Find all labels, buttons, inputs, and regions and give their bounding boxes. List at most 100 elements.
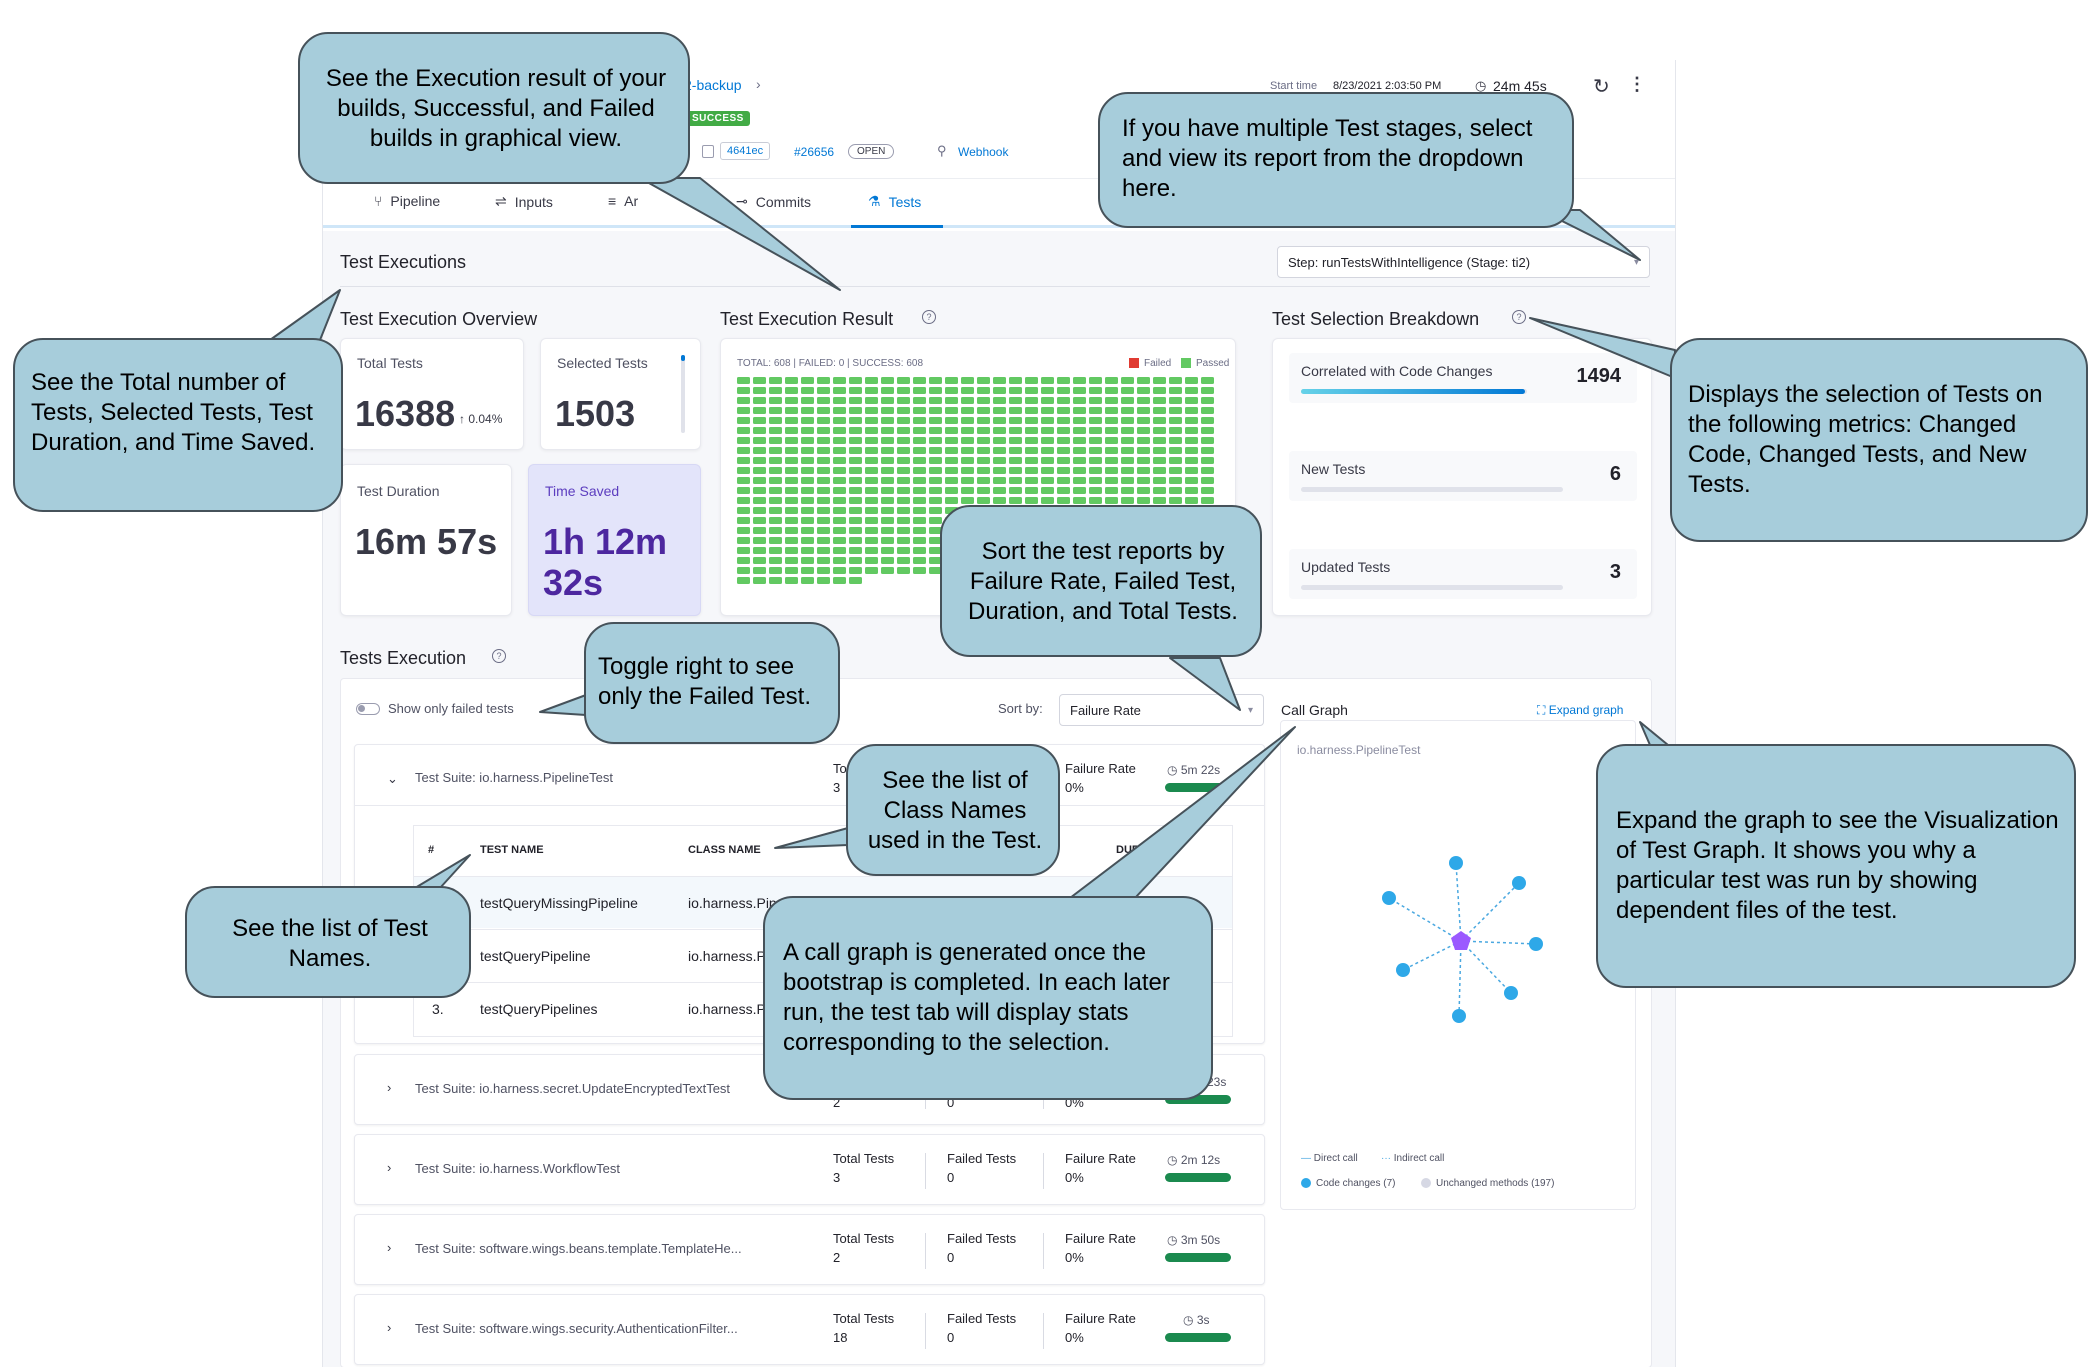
test-result-cell[interactable] — [1105, 457, 1118, 464]
test-result-cell[interactable] — [769, 567, 782, 574]
test-result-cell[interactable] — [1025, 437, 1038, 444]
test-result-cell[interactable] — [1185, 497, 1198, 504]
test-result-cell[interactable] — [1105, 417, 1118, 424]
test-result-cell[interactable] — [785, 447, 798, 454]
test-result-cell[interactable] — [1105, 397, 1118, 404]
expand-graph-button[interactable]: ⛶ Expand graph — [1537, 703, 1623, 718]
test-result-cell[interactable] — [1009, 407, 1022, 414]
test-result-cell[interactable] — [849, 387, 862, 394]
test-result-cell[interactable] — [769, 497, 782, 504]
test-result-cell[interactable] — [993, 487, 1006, 494]
test-result-cell[interactable] — [1201, 427, 1214, 434]
test-result-cell[interactable] — [993, 377, 1006, 384]
test-result-cell[interactable] — [801, 467, 814, 474]
test-result-cell[interactable] — [1009, 477, 1022, 484]
test-result-cell[interactable] — [1153, 467, 1166, 474]
test-result-cell[interactable] — [1041, 467, 1054, 474]
test-result-cell[interactable] — [1201, 497, 1214, 504]
test-result-cell[interactable] — [849, 497, 862, 504]
test-result-cell[interactable] — [913, 447, 926, 454]
test-result-cell[interactable] — [993, 397, 1006, 404]
test-result-cell[interactable] — [1185, 487, 1198, 494]
test-result-cell[interactable] — [785, 557, 798, 564]
test-result-cell[interactable] — [1201, 417, 1214, 424]
test-result-cell[interactable] — [769, 537, 782, 544]
test-result-cell[interactable] — [833, 537, 846, 544]
test-result-cell[interactable] — [1009, 417, 1022, 424]
test-result-cell[interactable] — [1057, 377, 1070, 384]
test-result-cell[interactable] — [1137, 417, 1150, 424]
test-result-cell[interactable] — [897, 477, 910, 484]
test-result-cell[interactable] — [1137, 427, 1150, 434]
test-result-cell[interactable] — [929, 407, 942, 414]
test-result-cell[interactable] — [801, 537, 814, 544]
test-result-cell[interactable] — [913, 407, 926, 414]
test-result-cell[interactable] — [1041, 397, 1054, 404]
test-result-cell[interactable] — [753, 427, 766, 434]
test-result-cell[interactable] — [865, 437, 878, 444]
test-result-cell[interactable] — [1185, 427, 1198, 434]
test-result-cell[interactable] — [753, 487, 766, 494]
test-result-cell[interactable] — [1153, 407, 1166, 414]
test-result-cell[interactable] — [1105, 477, 1118, 484]
test-result-cell[interactable] — [801, 477, 814, 484]
test-result-cell[interactable] — [1009, 467, 1022, 474]
tab-inputs[interactable]: ⇌Inputs — [495, 193, 553, 210]
test-result-cell[interactable] — [1169, 397, 1182, 404]
test-result-cell[interactable] — [961, 477, 974, 484]
help-icon[interactable]: ? — [492, 649, 506, 663]
test-result-cell[interactable] — [929, 527, 942, 534]
graph-node[interactable] — [1449, 856, 1463, 870]
test-result-cell[interactable] — [1025, 467, 1038, 474]
test-result-cell[interactable] — [913, 527, 926, 534]
test-result-cell[interactable] — [1041, 407, 1054, 414]
test-result-cell[interactable] — [785, 477, 798, 484]
test-result-cell[interactable] — [785, 437, 798, 444]
test-result-cell[interactable] — [881, 527, 894, 534]
test-result-cell[interactable] — [1185, 457, 1198, 464]
test-result-cell[interactable] — [785, 527, 798, 534]
test-result-cell[interactable] — [769, 477, 782, 484]
test-result-cell[interactable] — [913, 427, 926, 434]
test-result-cell[interactable] — [1153, 497, 1166, 504]
test-result-cell[interactable] — [1105, 437, 1118, 444]
test-result-cell[interactable] — [801, 517, 814, 524]
test-result-cell[interactable] — [993, 467, 1006, 474]
test-result-cell[interactable] — [913, 557, 926, 564]
test-result-cell[interactable] — [1169, 447, 1182, 454]
test-result-cell[interactable] — [833, 407, 846, 414]
test-result-cell[interactable] — [1105, 387, 1118, 394]
test-result-cell[interactable] — [961, 407, 974, 414]
test-result-cell[interactable] — [977, 427, 990, 434]
test-result-cell[interactable] — [1041, 427, 1054, 434]
help-icon[interactable]: ? — [922, 310, 936, 324]
test-result-cell[interactable] — [1009, 397, 1022, 404]
test-result-cell[interactable] — [1137, 467, 1150, 474]
chevron-right-icon[interactable]: › — [387, 1160, 392, 1175]
test-result-cell[interactable] — [961, 427, 974, 434]
test-result-cell[interactable] — [929, 557, 942, 564]
test-result-cell[interactable] — [801, 447, 814, 454]
test-result-cell[interactable] — [1201, 437, 1214, 444]
test-result-cell[interactable] — [865, 387, 878, 394]
test-result-cell[interactable] — [753, 417, 766, 424]
step-select-dropdown[interactable]: Step: runTestsWithIntelligence (Stage: t… — [1277, 246, 1650, 278]
test-result-cell[interactable] — [881, 547, 894, 554]
test-result-cell[interactable] — [1105, 497, 1118, 504]
test-result-cell[interactable] — [1169, 377, 1182, 384]
test-result-cell[interactable] — [737, 537, 750, 544]
test-result-cell[interactable] — [865, 477, 878, 484]
test-result-cell[interactable] — [833, 467, 846, 474]
test-result-cell[interactable] — [1025, 377, 1038, 384]
test-result-cell[interactable] — [1121, 407, 1134, 414]
test-result-cell[interactable] — [865, 467, 878, 474]
test-result-cell[interactable] — [1057, 387, 1070, 394]
test-result-cell[interactable] — [817, 477, 830, 484]
test-result-cell[interactable] — [1105, 447, 1118, 454]
test-result-cell[interactable] — [817, 407, 830, 414]
test-result-cell[interactable] — [1137, 377, 1150, 384]
test-result-cell[interactable] — [945, 447, 958, 454]
test-result-cell[interactable] — [801, 387, 814, 394]
test-result-cell[interactable] — [881, 437, 894, 444]
test-result-cell[interactable] — [833, 547, 846, 554]
